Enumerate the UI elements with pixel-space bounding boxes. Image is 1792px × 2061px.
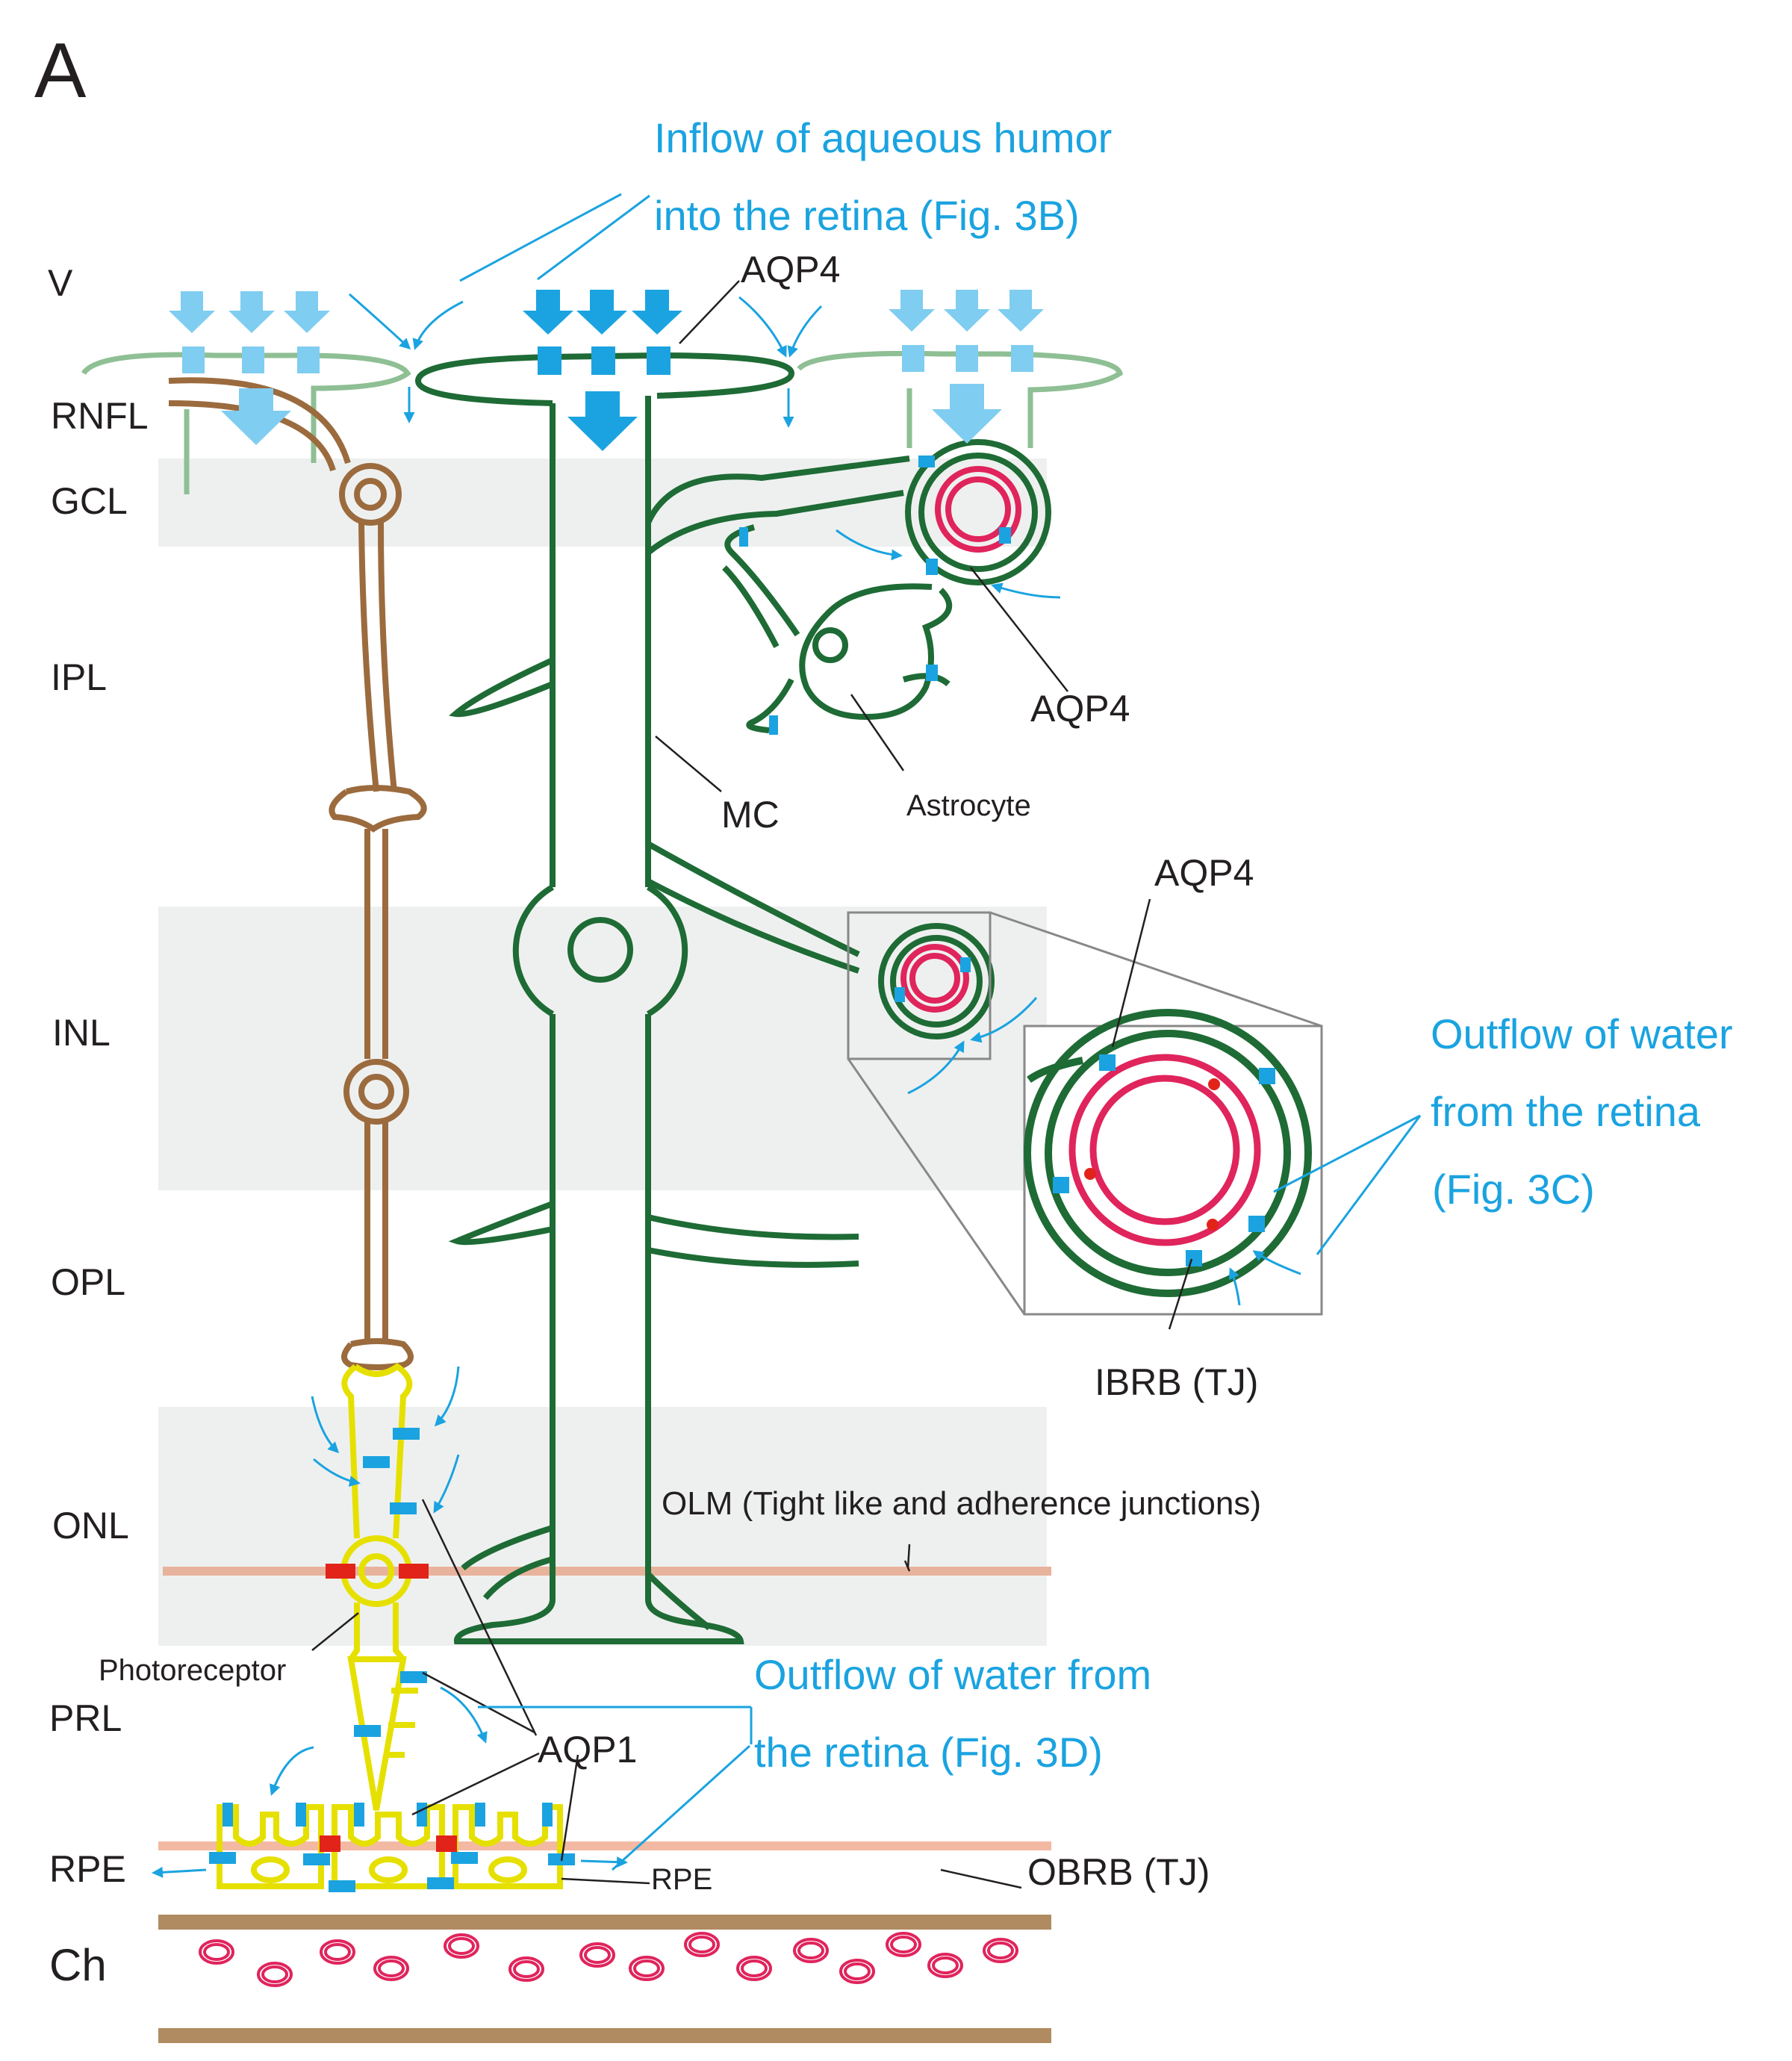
aqp4-top-label: AQP4 bbox=[741, 249, 840, 290]
layer-prl: PRL bbox=[49, 1697, 122, 1739]
inflow-label-line2: into the retina (Fig. 3B) bbox=[654, 192, 1080, 239]
inflow-arrows bbox=[169, 290, 1044, 451]
central-muller-cell bbox=[414, 352, 910, 1644]
onl-band bbox=[158, 1407, 1047, 1646]
layer-ch: Ch bbox=[49, 1940, 107, 1990]
mc-label: MC bbox=[721, 794, 780, 836]
aqp1-label: AQP1 bbox=[538, 1729, 637, 1771]
layer-inl: INL bbox=[52, 1012, 111, 1054]
small-flow-arrows bbox=[152, 293, 1301, 1878]
outflow-d-line2: the retina (Fig. 3D) bbox=[754, 1729, 1103, 1776]
blue-leader-lines bbox=[459, 193, 1422, 1871]
layer-v: V bbox=[48, 262, 73, 304]
outflow-d-line1: Outflow of water from bbox=[754, 1651, 1151, 1698]
outflow-c-line2: from the retina bbox=[1431, 1088, 1701, 1135]
bipolar-ganglion-neuron bbox=[168, 377, 427, 1370]
tight-junctions bbox=[320, 1564, 457, 1852]
layer-rnfl: RNFL bbox=[51, 395, 149, 437]
rpe-cell-label: RPE bbox=[651, 1863, 712, 1896]
choroid-capillaries bbox=[199, 1932, 1018, 1987]
gcl-vessel bbox=[905, 439, 1051, 585]
astrocyte-label: Astrocyte bbox=[906, 789, 1031, 822]
aqp4-astrocyte-label: AQP4 bbox=[1030, 688, 1130, 730]
rpe-cells bbox=[217, 1804, 563, 1889]
obrb-label: OBRB (TJ) bbox=[1027, 1851, 1210, 1893]
vessel-zoom-inset bbox=[847, 911, 1323, 1316]
faint-muller-cells bbox=[81, 350, 1124, 494]
outflow-c-line3: (Fig. 3C) bbox=[1432, 1166, 1595, 1213]
layer-rpe: RPE bbox=[49, 1848, 126, 1890]
olm-label: OLM (Tight like and adherence junctions) bbox=[662, 1485, 1261, 1522]
aqp-channels bbox=[182, 345, 1275, 1892]
layer-onl: ONL bbox=[52, 1505, 129, 1546]
outflow-c-line1: Outflow of water bbox=[1431, 1010, 1733, 1057]
aqp4-vessel-label: AQP4 bbox=[1154, 852, 1254, 894]
labels: A V RNFL GCL IPL INL OPL ONL PRL RPE Ch … bbox=[34, 28, 1733, 1990]
layer-opl: OPL bbox=[51, 1261, 125, 1303]
inflow-label-line1: Inflow of aqueous humor bbox=[654, 114, 1112, 161]
panel-label: A bbox=[34, 28, 87, 114]
layer-ipl: IPL bbox=[51, 656, 107, 698]
astrocyte bbox=[722, 524, 953, 733]
inl-vessel-box bbox=[847, 911, 992, 1060]
layer-bands bbox=[158, 458, 1047, 1646]
layer-gcl: GCL bbox=[51, 480, 128, 522]
ibrb-label: IBRB (TJ) bbox=[1095, 1361, 1258, 1403]
inl-vessel bbox=[847, 911, 995, 1060]
photoreceptor-label: Photoreceptor bbox=[99, 1654, 286, 1687]
gcl-band bbox=[158, 458, 1047, 547]
leader-lines bbox=[311, 280, 1193, 1889]
inl-band bbox=[158, 907, 1047, 1190]
